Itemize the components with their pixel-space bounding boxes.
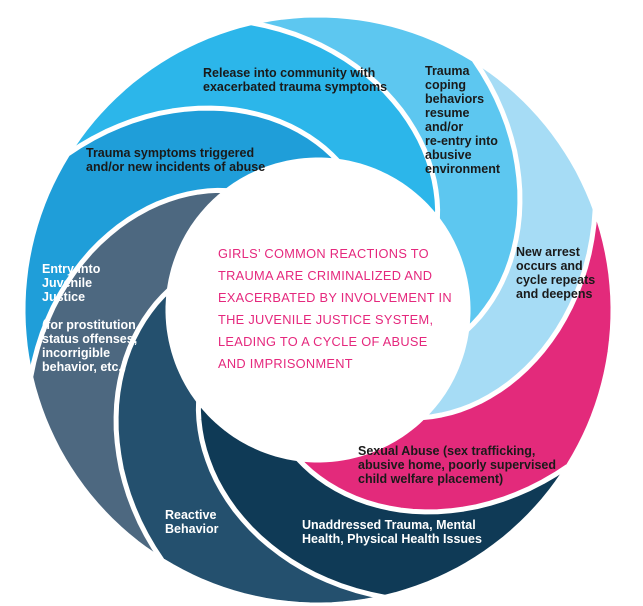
label-line: Health, Physical Health Issues [302,532,482,546]
label-line: coping [425,78,466,92]
center-disc [170,162,466,458]
center-line: AND IMPRISONMENT [218,356,353,371]
segment-sexual-abuse [295,206,616,515]
label-line: Entry into [42,262,101,276]
label-line: Justice [42,290,86,304]
label-line: Trauma symptoms triggered [86,146,255,160]
label-line: exacerbated trauma symptoms [203,80,388,94]
label-line: re-entry into [425,134,498,148]
label-line: and/or new incidents of abuse [86,160,266,174]
label-line: cycle repeats [516,273,596,287]
label-line: (for prostitution, [42,318,140,332]
label-line: and deepens [516,287,593,301]
label-line: behavior, etc.) [42,360,127,374]
label-line: Unaddressed Trauma, Mental [302,518,476,532]
label-line: Trauma [425,64,470,78]
center-statement: GIRLS’ COMMON REACTIONS TO TRAUMA ARE CRI… [218,243,452,375]
label-line: behaviors [425,92,485,106]
label-line: Release into community with [203,66,376,80]
label-line [42,304,139,318]
center-line: GIRLS’ COMMON REACTIONS TO [218,246,429,261]
label-sexual-abuse: Sexual Abuse (sex trafficking,abusive ho… [358,444,556,486]
label-line: Sexual Abuse (sex trafficking, [358,444,536,458]
label-line: Reactive [165,508,217,522]
center-line: TRAUMA ARE CRIMINALIZED AND [218,268,433,283]
label-line: Juvenile [42,276,93,290]
label-line: incorrigible [42,346,111,360]
center-line: EXACERBATED BY INVOLVEMENT IN [218,290,452,305]
label-line: abusive home, poorly supervised [358,458,556,472]
label-line: Behavior [165,522,219,536]
label-line: environment [425,162,501,176]
label-line: and/or [425,120,464,134]
label-line: occurs and [516,259,583,273]
label-line: child welfare placement) [358,472,504,486]
label-line: resume [425,106,470,120]
label-line: New arrest [516,245,580,259]
center-line: THE JUVENILE JUSTICE SYSTEM, [218,312,434,327]
center-line: LEADING TO A CYCLE OF ABUSE [218,334,428,349]
label-line: status offenses, [42,332,138,346]
label-line: abusive [425,148,472,162]
